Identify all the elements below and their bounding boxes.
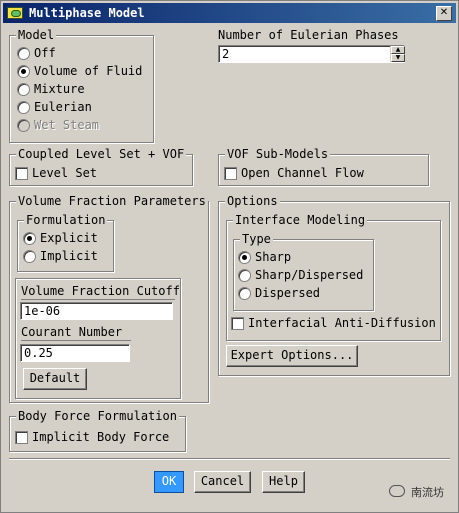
window-title: Multiphase Model — [29, 6, 145, 20]
radio-off-label: Off — [34, 46, 56, 60]
level-set-label: Level Set — [32, 166, 98, 180]
anti-diffusion-label: Interfacial Anti-Diffusion — [248, 316, 436, 330]
implicit-body-force-checkbox[interactable] — [15, 431, 28, 444]
volume-fraction-legend: Volume Fraction Parameters — [16, 193, 208, 209]
interface-modeling-group: Interface Modeling — [226, 212, 441, 341]
radio-dispersed-label: Dispersed — [255, 286, 321, 300]
help-button[interactable]: Help — [262, 471, 305, 493]
courant-input[interactable]: 0.25 — [20, 344, 130, 362]
radio-explicit[interactable] — [23, 232, 36, 245]
level-set-checkbox[interactable] — [15, 167, 28, 180]
close-icon[interactable]: ✕ — [436, 6, 452, 21]
radio-volume-of-fluid-label: Volume of Fluid — [34, 64, 143, 78]
radio-sharp-dispersed-label: Sharp/Dispersed — [255, 268, 364, 282]
radio-eulerian-label: Eulerian — [34, 100, 92, 114]
spin-down-icon[interactable]: ▼ — [391, 54, 405, 62]
spin-up-icon[interactable]: ▲ — [391, 46, 405, 54]
interface-modeling-legend: Interface Modeling — [233, 212, 368, 228]
open-channel-flow-label: Open Channel Flow — [241, 166, 364, 180]
volume-fraction-group: Volume Fraction Parameters — [9, 193, 209, 403]
ok-button[interactable]: OK — [154, 471, 184, 493]
vof-submodels-legend: VOF Sub-Models — [225, 146, 331, 162]
eulerian-phases-input[interactable]: 2 — [218, 45, 405, 63]
radio-implicit[interactable] — [23, 250, 36, 263]
watermark-text: 南流坊 — [411, 486, 444, 499]
open-channel-flow-checkbox[interactable] — [224, 167, 237, 180]
app-icon — [7, 7, 23, 19]
radio-eulerian[interactable] — [17, 101, 30, 114]
vof-submodels-group: VOF Sub-Models — [218, 146, 429, 186]
default-button[interactable]: Default — [23, 368, 87, 390]
radio-off[interactable] — [17, 47, 30, 60]
radio-sharp-dispersed[interactable] — [238, 269, 251, 282]
implicit-body-force-label: Implicit Body Force — [32, 430, 170, 444]
body-force-legend: Body Force Formulation — [16, 408, 179, 424]
options-group: Options — [218, 193, 450, 376]
type-group: Type — [233, 231, 374, 311]
anti-diffusion-checkbox[interactable] — [231, 317, 244, 330]
cutoff-box — [15, 278, 181, 399]
formulation-group: Formulation — [17, 212, 114, 272]
radio-mixture-label: Mixture — [34, 82, 85, 96]
courant-label: Courant Number — [21, 324, 131, 341]
coupled-level-set-legend: Coupled Level Set + VOF — [16, 146, 187, 162]
type-legend: Type — [240, 231, 273, 247]
expert-options-button[interactable]: Expert Options... — [226, 345, 358, 367]
wechat-icon — [389, 485, 405, 497]
model-group: Model — [9, 27, 154, 143]
radio-mixture[interactable] — [17, 83, 30, 96]
radio-volume-of-fluid[interactable] — [17, 65, 30, 78]
radio-sharp[interactable] — [238, 251, 251, 264]
radio-implicit-label: Implicit — [40, 249, 98, 263]
options-legend: Options — [225, 193, 280, 209]
radio-wet-steam — [17, 119, 30, 132]
radio-sharp-label: Sharp — [255, 250, 292, 264]
divider — [9, 458, 450, 460]
formulation-legend: Formulation — [24, 212, 108, 228]
radio-explicit-label: Explicit — [40, 231, 98, 245]
coupled-level-set-group: Coupled Level Set + VOF — [9, 146, 193, 186]
radio-wet-steam-label: Wet Steam — [34, 118, 100, 132]
cancel-button[interactable]: Cancel — [194, 471, 251, 493]
eulerian-phases-spinner[interactable]: ▲ ▼ — [390, 46, 405, 62]
eulerian-phases-label: Number of Eulerian Phases — [218, 28, 399, 42]
radio-dispersed[interactable] — [238, 287, 251, 300]
cutoff-label: Volume Fraction Cutoff — [21, 284, 180, 300]
title-bar[interactable]: Multiphase Model ✕ — [3, 3, 456, 23]
model-legend: Model — [16, 27, 57, 43]
body-force-group: Body Force Formulation — [9, 408, 186, 452]
cutoff-input[interactable]: 1e-06 — [20, 302, 173, 320]
